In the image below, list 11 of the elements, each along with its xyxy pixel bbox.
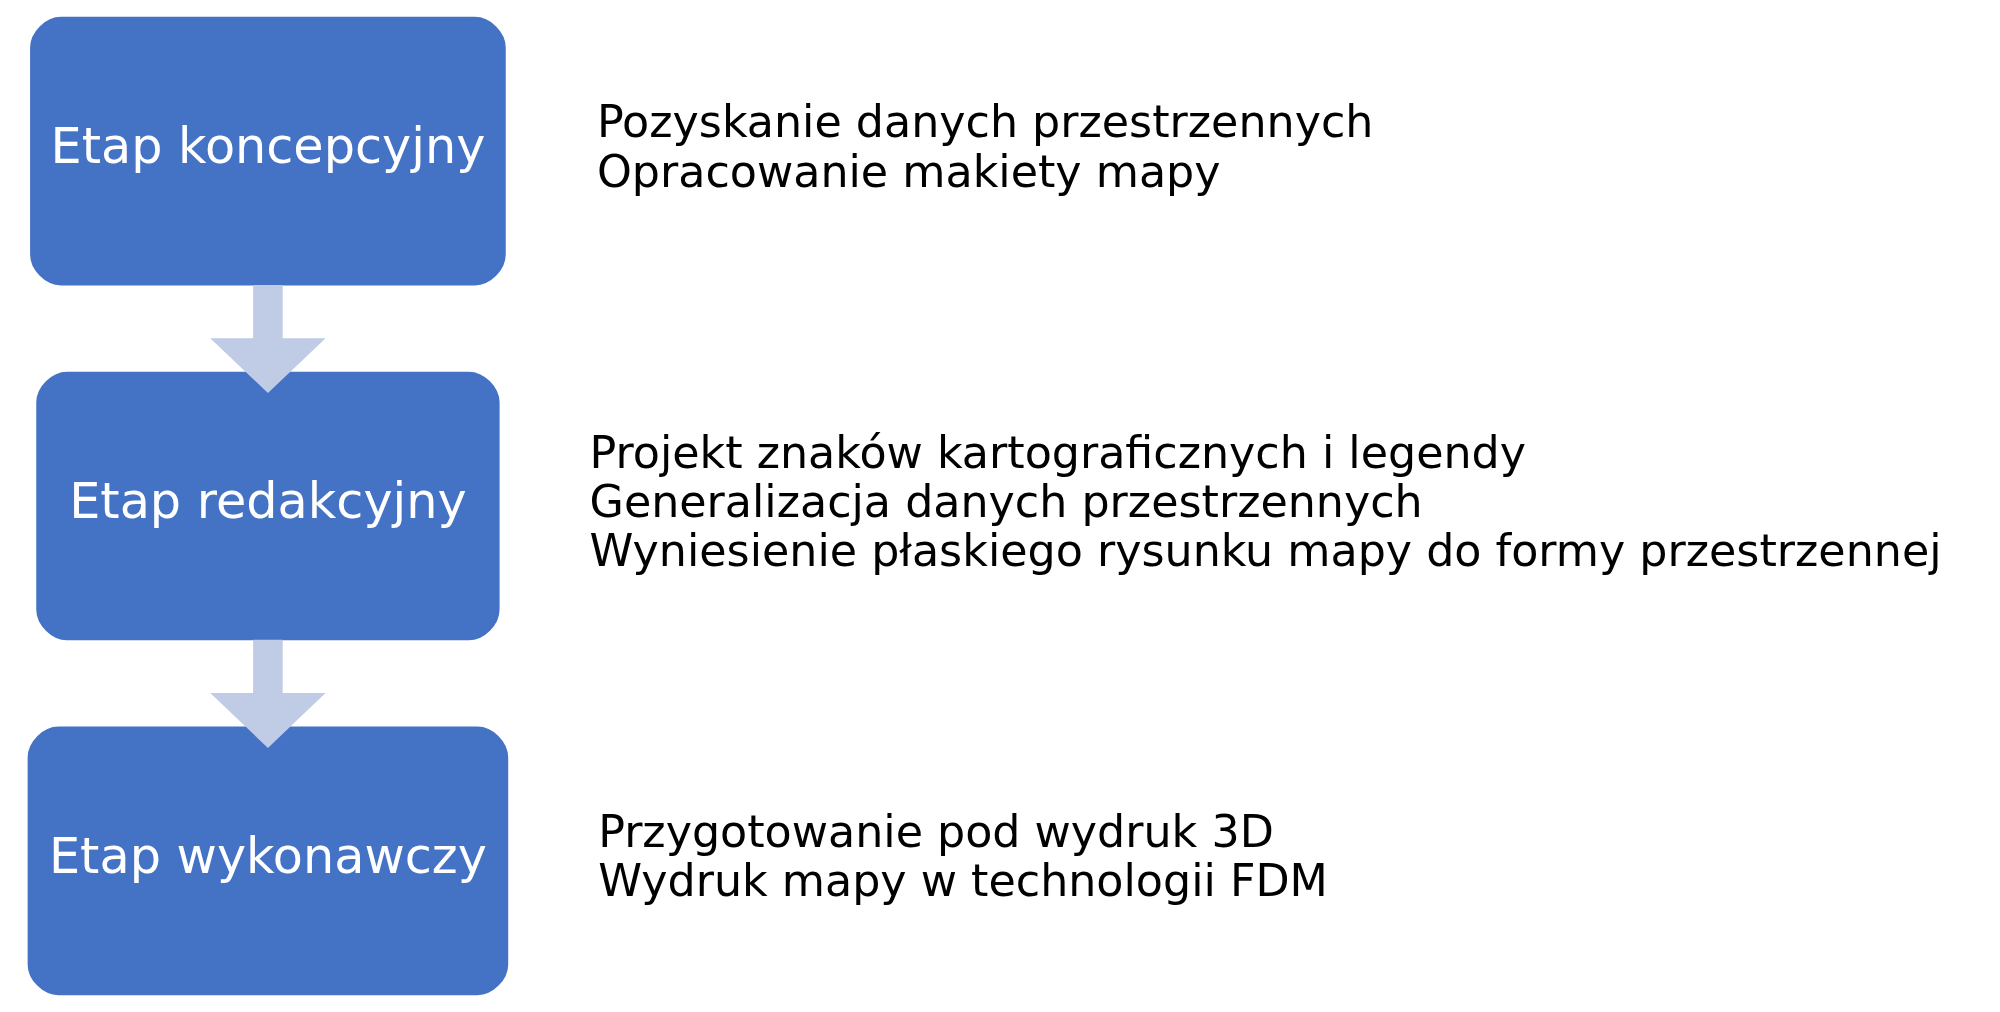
node-box: Etap koncepcyjny [29, 16, 506, 286]
node-label: Projekt znaków kartograficznych i legendy [589, 426, 1526, 478]
node-label: Przygotowanie pod wydruk 3D [597, 806, 1274, 858]
node-label: Opracowanie makiety mapy [596, 145, 1221, 197]
arrow [209, 284, 326, 394]
node-box: Etap redakcyjny [35, 371, 500, 641]
arrow [209, 639, 326, 748]
node-box: Etap wykonawczy [27, 726, 508, 996]
node-label: Pozyskanie danych przestrzennych [596, 96, 1373, 148]
node-label: Wydruk mapy w technologii FDM [597, 855, 1328, 907]
node-label: Wyniesienie płaskiego rysunku mapy do formy przestrzennej [589, 525, 1942, 577]
